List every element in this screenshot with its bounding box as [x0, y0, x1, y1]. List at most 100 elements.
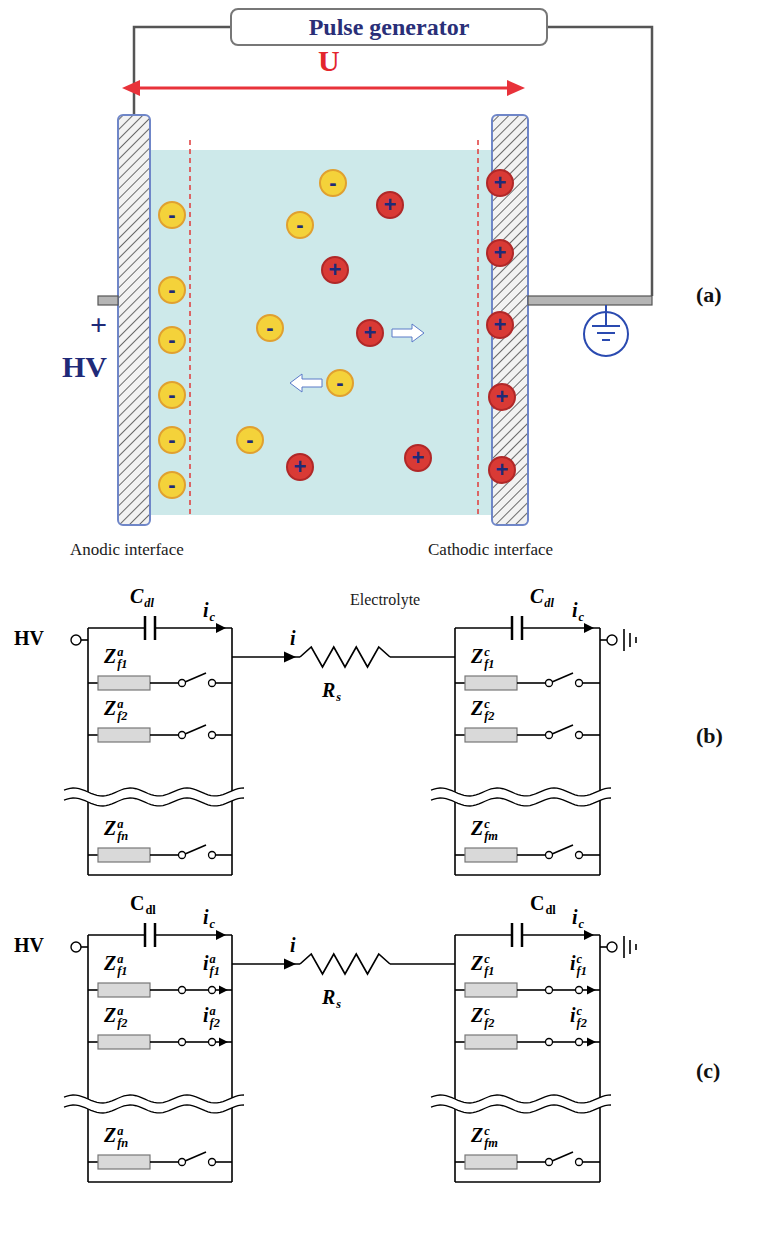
- ground-symbol: [602, 339, 610, 341]
- wire: [454, 628, 456, 875]
- switch-blade: [552, 845, 573, 854]
- superscript: c: [484, 698, 494, 710]
- symbol-base: Z: [104, 645, 116, 667]
- superscript: c: [484, 953, 494, 965]
- superscript: c: [484, 818, 498, 830]
- break-mark: [64, 1095, 244, 1113]
- resistor-symbol: [300, 954, 390, 974]
- break-mark: [431, 798, 611, 806]
- voltage-arrow: [136, 87, 511, 90]
- superscript: a: [117, 1005, 127, 1017]
- capacitor-plate: [521, 923, 524, 947]
- label: Zcfm: [471, 1125, 498, 1150]
- terminal-stub: [528, 296, 652, 305]
- wire: [600, 639, 607, 641]
- ion-charge: -: [329, 172, 336, 194]
- wire: [454, 935, 456, 1182]
- anion: -: [158, 326, 186, 354]
- symbol-base: i: [203, 952, 209, 974]
- wire: [455, 874, 600, 876]
- impedance-box: [465, 728, 517, 742]
- ion-charge: -: [168, 204, 175, 226]
- ion-charge: -: [266, 317, 273, 339]
- label: Zafn: [104, 818, 128, 843]
- symbol-base: Z: [104, 1004, 116, 1026]
- label: icf1: [570, 953, 587, 978]
- wire: [583, 1161, 601, 1163]
- resistor-symbol: [300, 647, 390, 667]
- current-arrow: [216, 623, 226, 633]
- switch-contact: [209, 1039, 216, 1046]
- label: Electrolyte: [350, 592, 420, 608]
- superscript: c: [577, 1005, 587, 1017]
- subscript: dl: [545, 903, 555, 917]
- capacitor-plate: [154, 923, 157, 947]
- equivalent-circuit: [64, 923, 636, 1182]
- label-text: HV: [14, 627, 44, 649]
- switch-contact: [209, 852, 216, 859]
- subscript: f1: [484, 965, 494, 977]
- symbol-base: Z: [471, 697, 483, 719]
- switch-contact: [209, 732, 216, 739]
- switch-contact: [576, 1039, 583, 1046]
- subscript: f1: [577, 965, 587, 977]
- symbol-base: i: [572, 599, 578, 621]
- wire: [88, 854, 98, 856]
- symbol-base: i: [572, 906, 578, 928]
- capacitor-plate: [511, 923, 514, 947]
- ion-charge: +: [329, 259, 342, 281]
- label-text: HV: [14, 934, 44, 956]
- wire: [517, 1161, 545, 1163]
- equivalent-circuit: [64, 616, 636, 875]
- ground-symbol: [629, 940, 631, 954]
- ion-charge: +: [384, 194, 397, 216]
- anion: -: [158, 201, 186, 229]
- ion-charge: -: [246, 429, 253, 451]
- subscript: c: [579, 917, 585, 931]
- terminal: [71, 635, 81, 645]
- switch-contact: [179, 732, 186, 739]
- label: ic: [203, 600, 215, 624]
- symbol-base: Z: [471, 1004, 483, 1026]
- ground-symbol: [635, 637, 637, 643]
- wire: [600, 946, 607, 948]
- symbol-base: Z: [471, 952, 483, 974]
- break-mark: [64, 788, 244, 796]
- wire: [88, 1181, 232, 1183]
- symbol-base: Z: [471, 1124, 483, 1146]
- subscript: dl: [145, 903, 155, 917]
- current-arrow: [216, 930, 226, 940]
- wire: [88, 734, 98, 736]
- break-mark: [431, 788, 611, 796]
- wire: [231, 628, 233, 875]
- label-text: Electrolyte: [350, 591, 420, 608]
- subscript: f2: [484, 1017, 494, 1029]
- label: Zaf2: [104, 1005, 128, 1030]
- lead-wire: [134, 27, 230, 115]
- subscript: f2: [117, 710, 127, 722]
- wire: [216, 1041, 233, 1043]
- symbol-base: C: [530, 585, 543, 607]
- wire: [583, 989, 601, 991]
- label: Zcfm: [471, 818, 498, 843]
- switch-contact: [209, 680, 216, 687]
- anion: -: [158, 471, 186, 499]
- wire: [517, 854, 545, 856]
- wire: [455, 734, 465, 736]
- label: ic: [203, 907, 215, 931]
- subscript: f1: [210, 965, 220, 977]
- cation: +: [376, 191, 404, 219]
- ion-charge: -: [168, 329, 175, 351]
- capacitor-plate: [144, 923, 147, 947]
- label: ic: [572, 600, 584, 624]
- switch-contact: [546, 1159, 553, 1166]
- label: U: [318, 46, 340, 76]
- subscript: f2: [210, 1017, 220, 1029]
- wire: [150, 734, 178, 736]
- label: Zcf1: [471, 953, 495, 978]
- label-text: (c): [696, 1058, 720, 1083]
- label: icf2: [570, 1005, 587, 1030]
- subscript: f1: [117, 965, 127, 977]
- label: Zaf2: [104, 698, 128, 723]
- label: iaf1: [203, 953, 220, 978]
